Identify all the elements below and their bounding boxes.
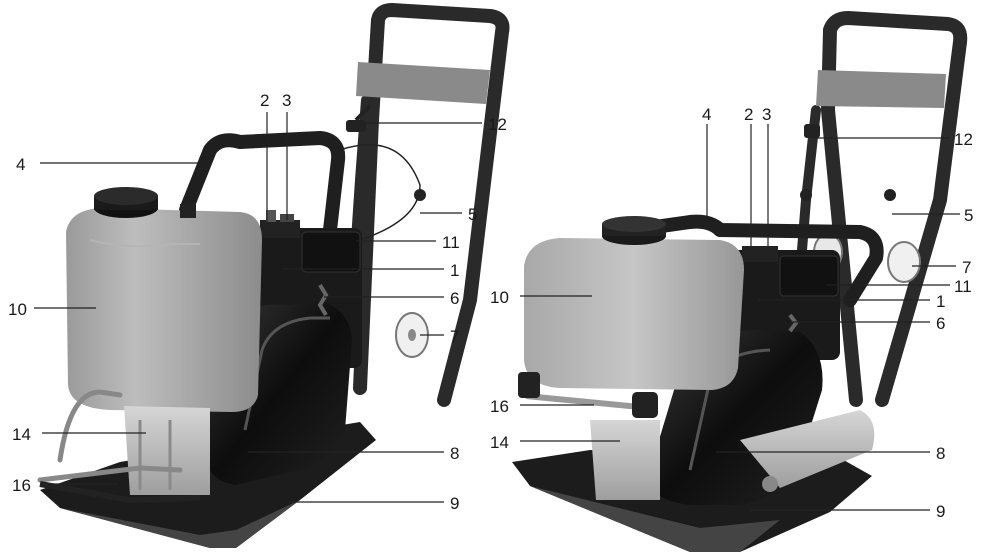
steering-handle	[821, 11, 968, 407]
callout-14: 14	[12, 425, 31, 444]
callout-12: 12	[954, 130, 973, 149]
lifting-handle	[179, 131, 346, 237]
roller	[740, 410, 875, 488]
leader-lines	[34, 112, 960, 511]
callout-11: 11	[442, 233, 460, 252]
sprinkler-bar	[525, 393, 651, 411]
callout-5: 5	[964, 206, 973, 225]
callout-10: 10	[8, 300, 27, 319]
callout-16: 16	[12, 476, 31, 495]
transport-wheel	[887, 241, 921, 283]
callout-2: 2	[744, 105, 753, 124]
handle-plate	[356, 62, 490, 104]
left-callouts: 2 3 12 4 5 11 1 10 6 7 14 8 16 9	[8, 91, 507, 513]
callout-4: 4	[16, 155, 25, 174]
callout-12: 12	[488, 115, 507, 134]
callout-3: 3	[762, 105, 771, 124]
exciter-housing	[590, 420, 660, 500]
water-tank	[66, 208, 262, 412]
callout-6: 6	[936, 314, 945, 333]
callout-8: 8	[936, 444, 945, 463]
callout-14: 14	[490, 433, 509, 452]
callout-16: 16	[490, 397, 509, 416]
callout-1: 1	[450, 261, 459, 280]
callout-7: 7	[450, 327, 459, 346]
callout-6: 6	[450, 289, 459, 308]
callout-9: 9	[450, 494, 459, 513]
left-compactor	[37, 3, 510, 548]
callout-9: 9	[936, 502, 945, 521]
water-tank	[524, 238, 744, 390]
handle-plate	[816, 70, 946, 108]
callout-3: 3	[282, 91, 291, 110]
callout-2: 2	[260, 91, 269, 110]
callout-11: 11	[954, 277, 972, 296]
exciter-housing	[124, 406, 210, 495]
callout-8: 8	[450, 444, 459, 463]
sprinkler-bar	[37, 389, 183, 483]
lifting-handle	[613, 214, 884, 307]
steering-handle	[353, 3, 510, 407]
callout-10: 10	[490, 288, 509, 307]
callout-7: 7	[962, 258, 971, 277]
callout-5: 5	[468, 205, 477, 224]
right-callouts: 4 2 3 12 5 7 11 10 1 6 16 14 8 9	[490, 105, 973, 521]
right-compactor	[512, 11, 968, 552]
callout-4: 4	[702, 105, 711, 124]
callout-1: 1	[936, 292, 945, 311]
